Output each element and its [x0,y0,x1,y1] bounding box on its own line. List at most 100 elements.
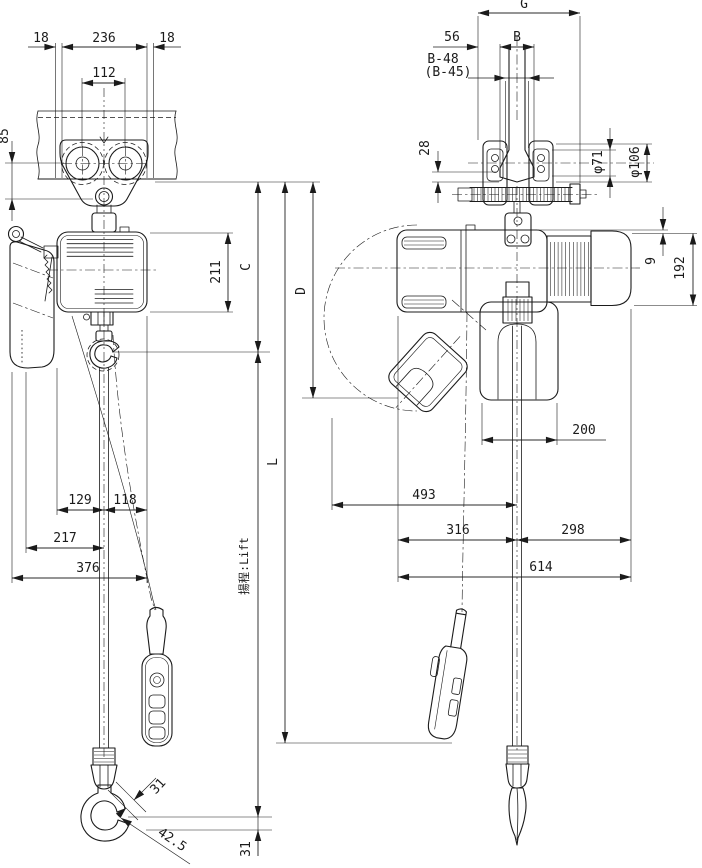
dim-center-to-left-face-label: 129 [68,493,91,508]
dim-headroom-c-label: C [239,263,254,271]
dim-chain-bucket-width-label: 200 [572,423,595,438]
dim-flange-edge-height-label: 28 [418,140,433,156]
cooling-slats-lower [94,289,134,304]
dim-lift: 揚程:Lift [237,351,262,818]
dim-hook-throat: 42.5 [120,817,191,865]
dim-top-clearance-label: 9 [644,257,659,265]
pendant-control-side [427,311,468,740]
dim-swing-reach: 493 [331,418,518,510]
chain-guide-front [83,311,114,326]
dim-hook-opening: 31 [107,776,170,821]
dim-lift-label: 揚程:Lift [237,537,251,595]
sprocket-housing [505,281,530,298]
dim-center-to-right-face-label: 118 [113,493,136,508]
dim-beam-flange-width-label: B [513,30,521,45]
bucket-hanger-eye [7,225,25,243]
dim-headroom-d: D [294,181,317,399]
dim-wheel-tread-dia: φ71 [552,128,616,198]
dim-hook-tip-height: 31 [128,816,272,857]
bottom-hook-side [505,745,530,846]
dim-headroom-c: C [239,181,262,353]
motor-fins [550,242,589,296]
pendant-support-wire [71,315,157,611]
dim-side-clearance: 56 [433,30,479,51]
dim-flange-edge-height: 28 [418,140,499,203]
up-button [148,694,166,709]
pendant-control-front [71,315,173,747]
dim-beam-flange-width: B [499,30,535,168]
dim-wheel-gauge: B-48 (B-45) [425,52,554,148]
chain-bucket-front [7,225,55,369]
chain-bucket-side [479,281,559,401]
dim-hook-throat-label: 42.5 [155,825,189,855]
dim-center-to-front: 298 [516,523,632,544]
dim-beam-gap-right: 18 [153,31,181,51]
chain-serration [43,254,53,294]
dim-wheel-gauge-label: B-48 [427,52,458,67]
pendant-cable [112,334,156,611]
dim-top-clearance: 9 [538,207,697,265]
dim-wheel-to-pin-label: 85 [0,128,12,144]
dim-wheel-center-distance-label: 112 [92,66,115,81]
load-chain-front [99,88,109,757]
hoist-body-front [43,226,156,326]
down-button [148,710,166,725]
vent-upper [401,236,447,250]
side-view [323,36,654,846]
dim-beam-gap-right-label: 18 [159,31,175,46]
dim-wheel-tread-dia-label: φ71 [591,150,606,173]
dim-beam-gap-left-label: 18 [33,31,49,46]
pendant-cable-side [461,311,468,613]
emergency-stop-button [149,672,165,688]
dim-wheel-center-distance: 112 [81,66,126,146]
dim-side-clearance-label: 56 [444,30,460,45]
dim-chain-bucket-width: 200 [481,403,606,445]
dim-trolley-overall-width-label: G [520,0,528,12]
upper-hook-front [86,324,120,372]
hoist-body-side [335,224,640,313]
vent-lower [401,295,447,309]
dim-total-length-l-label: L [266,458,281,466]
dim-overall-width-front-label: 376 [76,561,99,576]
dim-trolley-inner-width: 236 [61,31,148,51]
dim-headroom-d-label: D [294,287,309,295]
dim-body-height-side: 192 [634,233,697,306]
swing-envelope-arc [323,224,418,412]
dim-overall-length-label: 614 [529,560,553,575]
dim-center-to-left-face: 129 [56,316,148,583]
pendant-clip [429,656,440,677]
dim-center-to-rear: 316 [397,309,632,582]
dim-hook-opening-label: 31 [148,776,170,798]
dim-trolley-inner-width-label: 236 [92,31,115,46]
dim-wheel-gauge-alt-label: (B-45) [425,65,472,80]
dim-body-height-side-label: 192 [673,256,688,279]
runway-beam-front [36,110,178,180]
dim-overall-length: 614 [397,560,632,581]
filler-cap [465,224,476,231]
dim-wheel-flange-dia-label: φ106 [628,146,643,177]
dim-total-length-l: L [266,181,289,744]
motor-side [546,230,632,307]
dim-swing-reach-label: 493 [412,488,435,503]
front-view [7,43,178,842]
bottom-hook-front [80,747,130,842]
dim-center-to-rear-label: 316 [446,523,469,538]
dim-center-to-bucket: 217 [25,372,105,553]
bucket-bracket [43,245,59,259]
dim-body-height-front: 211 [150,232,233,313]
chain-bucket-swung [388,331,468,413]
bottom-hook [80,784,130,842]
dim-center-to-bucket-label: 217 [53,531,76,546]
dim-hook-tip-height-label: 31 [239,841,254,857]
dim-body-height-front-label: 211 [209,260,224,283]
dim-wheel-to-pin: 85 [0,128,93,221]
load-chain-side [512,186,522,750]
aux-button [148,726,166,740]
dim-center-to-front-label: 298 [561,523,584,538]
dim-wheel-flange-dia: φ106 [556,143,652,183]
trolley-plate-extension-lines [55,43,154,178]
cooling-slats-upper [66,239,134,257]
